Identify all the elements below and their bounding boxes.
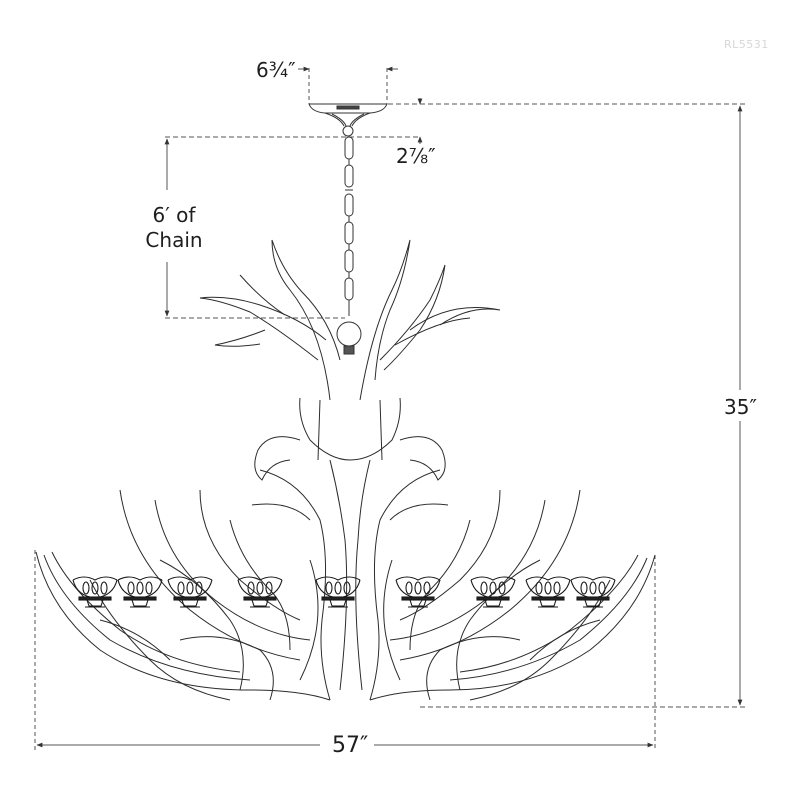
- canopy-width-label: 6¾″: [256, 58, 296, 82]
- candle-cup-4: [237, 576, 283, 608]
- chain-length-line2: Chain: [145, 228, 203, 252]
- candle-cup-6: [395, 576, 441, 608]
- lower-antlers-left: [35, 489, 331, 701]
- mid-antlers: [251, 436, 449, 701]
- candle-cup-1: [72, 576, 118, 608]
- candle-cup-5: [315, 576, 361, 608]
- candle-cup-7: [470, 576, 516, 608]
- dimension-lines: [34, 66, 748, 750]
- candle-cups: [72, 576, 616, 608]
- chain: [336, 136, 362, 355]
- chain-length-line1: 6′ of: [152, 203, 196, 227]
- chain-length-label: 6′ of Chain: [135, 203, 213, 253]
- canopy-height-label: 2⅞″: [396, 144, 436, 168]
- canopy: [308, 103, 388, 137]
- sku-label: RL5531: [724, 38, 769, 51]
- overall-height-label: 35″: [724, 393, 757, 421]
- candle-cup-9: [570, 576, 616, 608]
- candle-cup-2: [117, 576, 163, 608]
- upper-antlers: [199, 239, 501, 461]
- lower-antlers-right: [369, 489, 656, 701]
- candle-cup-8: [525, 576, 571, 608]
- overall-width-label: 57″: [326, 733, 375, 758]
- candle-cup-3: [167, 576, 213, 608]
